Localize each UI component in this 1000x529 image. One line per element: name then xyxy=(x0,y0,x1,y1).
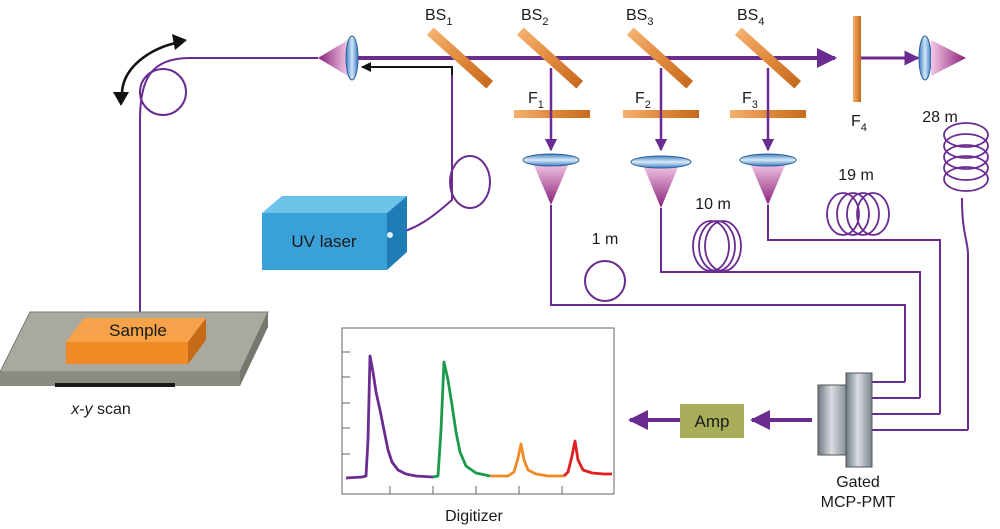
sample-fiber-loop xyxy=(139,68,187,116)
detection-optics xyxy=(522,153,797,208)
beamsplitter-3 xyxy=(626,27,694,89)
delay-19m-coil xyxy=(826,192,890,236)
channel4-fiber xyxy=(961,197,969,430)
beamsplitter-4 xyxy=(734,27,802,89)
channel1-fiber xyxy=(550,205,906,382)
output-lens xyxy=(918,35,932,81)
scan-rail xyxy=(55,383,175,387)
sample-block xyxy=(66,342,188,364)
filter-4 xyxy=(853,16,861,102)
uv-laser: UV laser xyxy=(262,196,407,270)
bs3-label: BS3 xyxy=(626,7,653,28)
bs2-label: BS2 xyxy=(521,7,548,28)
digitizer-ticks xyxy=(342,351,563,494)
delay-19m-label: 19 m xyxy=(838,167,874,184)
f3-label: F3 xyxy=(742,90,758,111)
sample-fiber xyxy=(139,57,318,312)
f1-label: F1 xyxy=(528,90,544,111)
beamsplitters xyxy=(426,27,802,89)
beamsplitter-2 xyxy=(516,27,584,89)
channel3-fiber xyxy=(767,205,941,414)
delay-1m-label: 1 m xyxy=(592,231,619,248)
delay-1m-loop xyxy=(584,260,626,302)
bs1-label: BS1 xyxy=(425,7,452,28)
beamsplitter-1 xyxy=(426,27,494,89)
trace-channel-4 xyxy=(563,439,612,477)
xy-scan-label: x-y scan xyxy=(70,401,131,418)
amp-label: Amp xyxy=(695,412,730,431)
input-lens xyxy=(345,35,359,81)
uv-laser-label: UV laser xyxy=(291,232,357,251)
trace-channel-2 xyxy=(432,360,491,479)
main-beam xyxy=(352,48,920,75)
lens-ch1 xyxy=(522,153,580,167)
gated-mcp-pmt: Gated MCP-PMT xyxy=(817,372,896,511)
channel2-fiber xyxy=(660,208,921,398)
filter-labels: F1 F2 F3 F4 xyxy=(528,90,867,134)
delay-28m-coil xyxy=(943,122,989,192)
pmt-label-line2: MCP-PMT xyxy=(821,494,896,511)
scan-arrow-icon xyxy=(113,34,187,106)
sample-label: Sample xyxy=(109,321,167,340)
trace-channel-1 xyxy=(345,354,434,480)
laser-fiber-loop xyxy=(449,155,491,209)
sample-top xyxy=(66,318,206,342)
digitizer-label: Digitizer xyxy=(445,508,503,525)
laser-aperture xyxy=(387,232,393,238)
output-optics xyxy=(918,35,966,81)
amplifier: Amp xyxy=(628,404,812,438)
lens-ch2 xyxy=(630,155,692,169)
delay-10m-coil xyxy=(692,220,742,272)
pmt-label-line1: Gated xyxy=(836,474,880,491)
f2-label: F2 xyxy=(635,90,651,111)
delay-labels: 1 m 10 m 19 m 28 m xyxy=(592,109,958,248)
fiber-paths xyxy=(139,57,969,431)
lens-ch3 xyxy=(739,153,797,167)
delay-28m-label: 28 m xyxy=(922,109,958,126)
sample-stage: Sample xyxy=(0,311,269,387)
beamsplitter-labels: BS1 BS2 BS3 BS4 xyxy=(425,7,764,28)
pmt-inputs xyxy=(872,381,968,431)
input-optics xyxy=(318,35,359,81)
detection-beams xyxy=(544,68,775,152)
digitizer-display: Digitizer xyxy=(341,327,615,525)
trace-channel-3 xyxy=(490,442,564,478)
bs4-label: BS4 xyxy=(737,7,764,28)
delay-10m-label: 10 m xyxy=(695,196,731,213)
f4-label: F4 xyxy=(851,113,867,134)
